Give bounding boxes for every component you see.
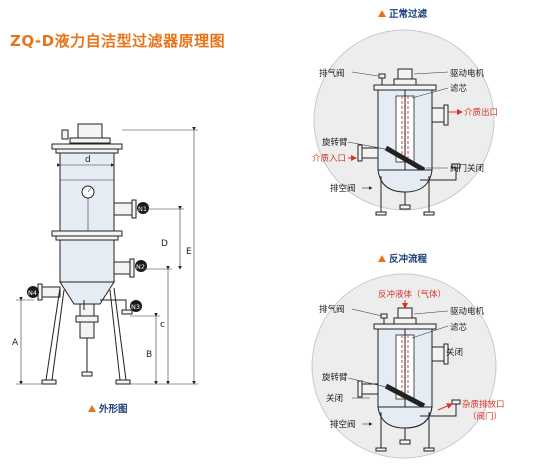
triangle-marker-icon <box>88 405 96 412</box>
label-medium-inlet: 介质入口 <box>312 153 346 164</box>
backflush-diagram <box>311 273 497 459</box>
nozzle-n2-label: N2 <box>136 263 145 271</box>
label-valve-closed: 阀门关闭 <box>450 163 484 174</box>
dim-d-lower: d <box>85 155 91 165</box>
normal-filtration-diagram <box>313 29 495 216</box>
exterior-diagram: d N1 N2 N3 N4 A B c D E <box>12 123 198 385</box>
label-drain-valve-backflush: 排空阀 <box>330 419 356 430</box>
triangle-marker-icon <box>378 255 386 262</box>
triangle-marker-icon <box>378 10 386 17</box>
label-closed-inlet: 关闭 <box>326 393 343 404</box>
label-valve-note: （阀门） <box>468 411 502 422</box>
dim-a: A <box>12 338 19 348</box>
label-filter-core: 滤芯 <box>450 83 468 94</box>
label-filter-core-backflush: 滤芯 <box>450 322 468 333</box>
dim-d: D <box>161 239 168 249</box>
nozzle-n4-label: N4 <box>28 289 37 297</box>
page-title: ZQ-D液力自洁型过滤器原理图 <box>10 32 226 50</box>
nozzle-n3-label: N3 <box>131 303 140 311</box>
label-drive-motor: 驱动电机 <box>450 68 485 79</box>
label-medium-outlet: 介质出口 <box>464 107 498 118</box>
dim-c: c <box>160 320 165 330</box>
label-drain-valve: 排空阀 <box>330 183 356 194</box>
dim-b: B <box>146 350 152 360</box>
label-backflush-fluid: 反冲液体（气体） <box>378 289 446 300</box>
label-drive-motor-backflush: 驱动电机 <box>450 306 485 317</box>
label-rotating-arm-backflush: 旋转臂 <box>322 372 348 383</box>
label-impurity-outlet: 杂质排放口 <box>462 399 505 410</box>
label-rotating-arm: 旋转臂 <box>322 137 348 148</box>
label-closed-outlet: 关闭 <box>446 347 463 358</box>
section-title-exterior: 外形图 <box>98 403 128 415</box>
section-title-backflush: 反冲流程 <box>389 253 428 265</box>
dim-e: E <box>186 247 192 257</box>
label-vent-valve: 排气阀 <box>319 68 345 79</box>
label-vent-valve-backflush: 排气阀 <box>319 304 345 315</box>
section-title-normal: 正常过滤 <box>389 8 428 20</box>
